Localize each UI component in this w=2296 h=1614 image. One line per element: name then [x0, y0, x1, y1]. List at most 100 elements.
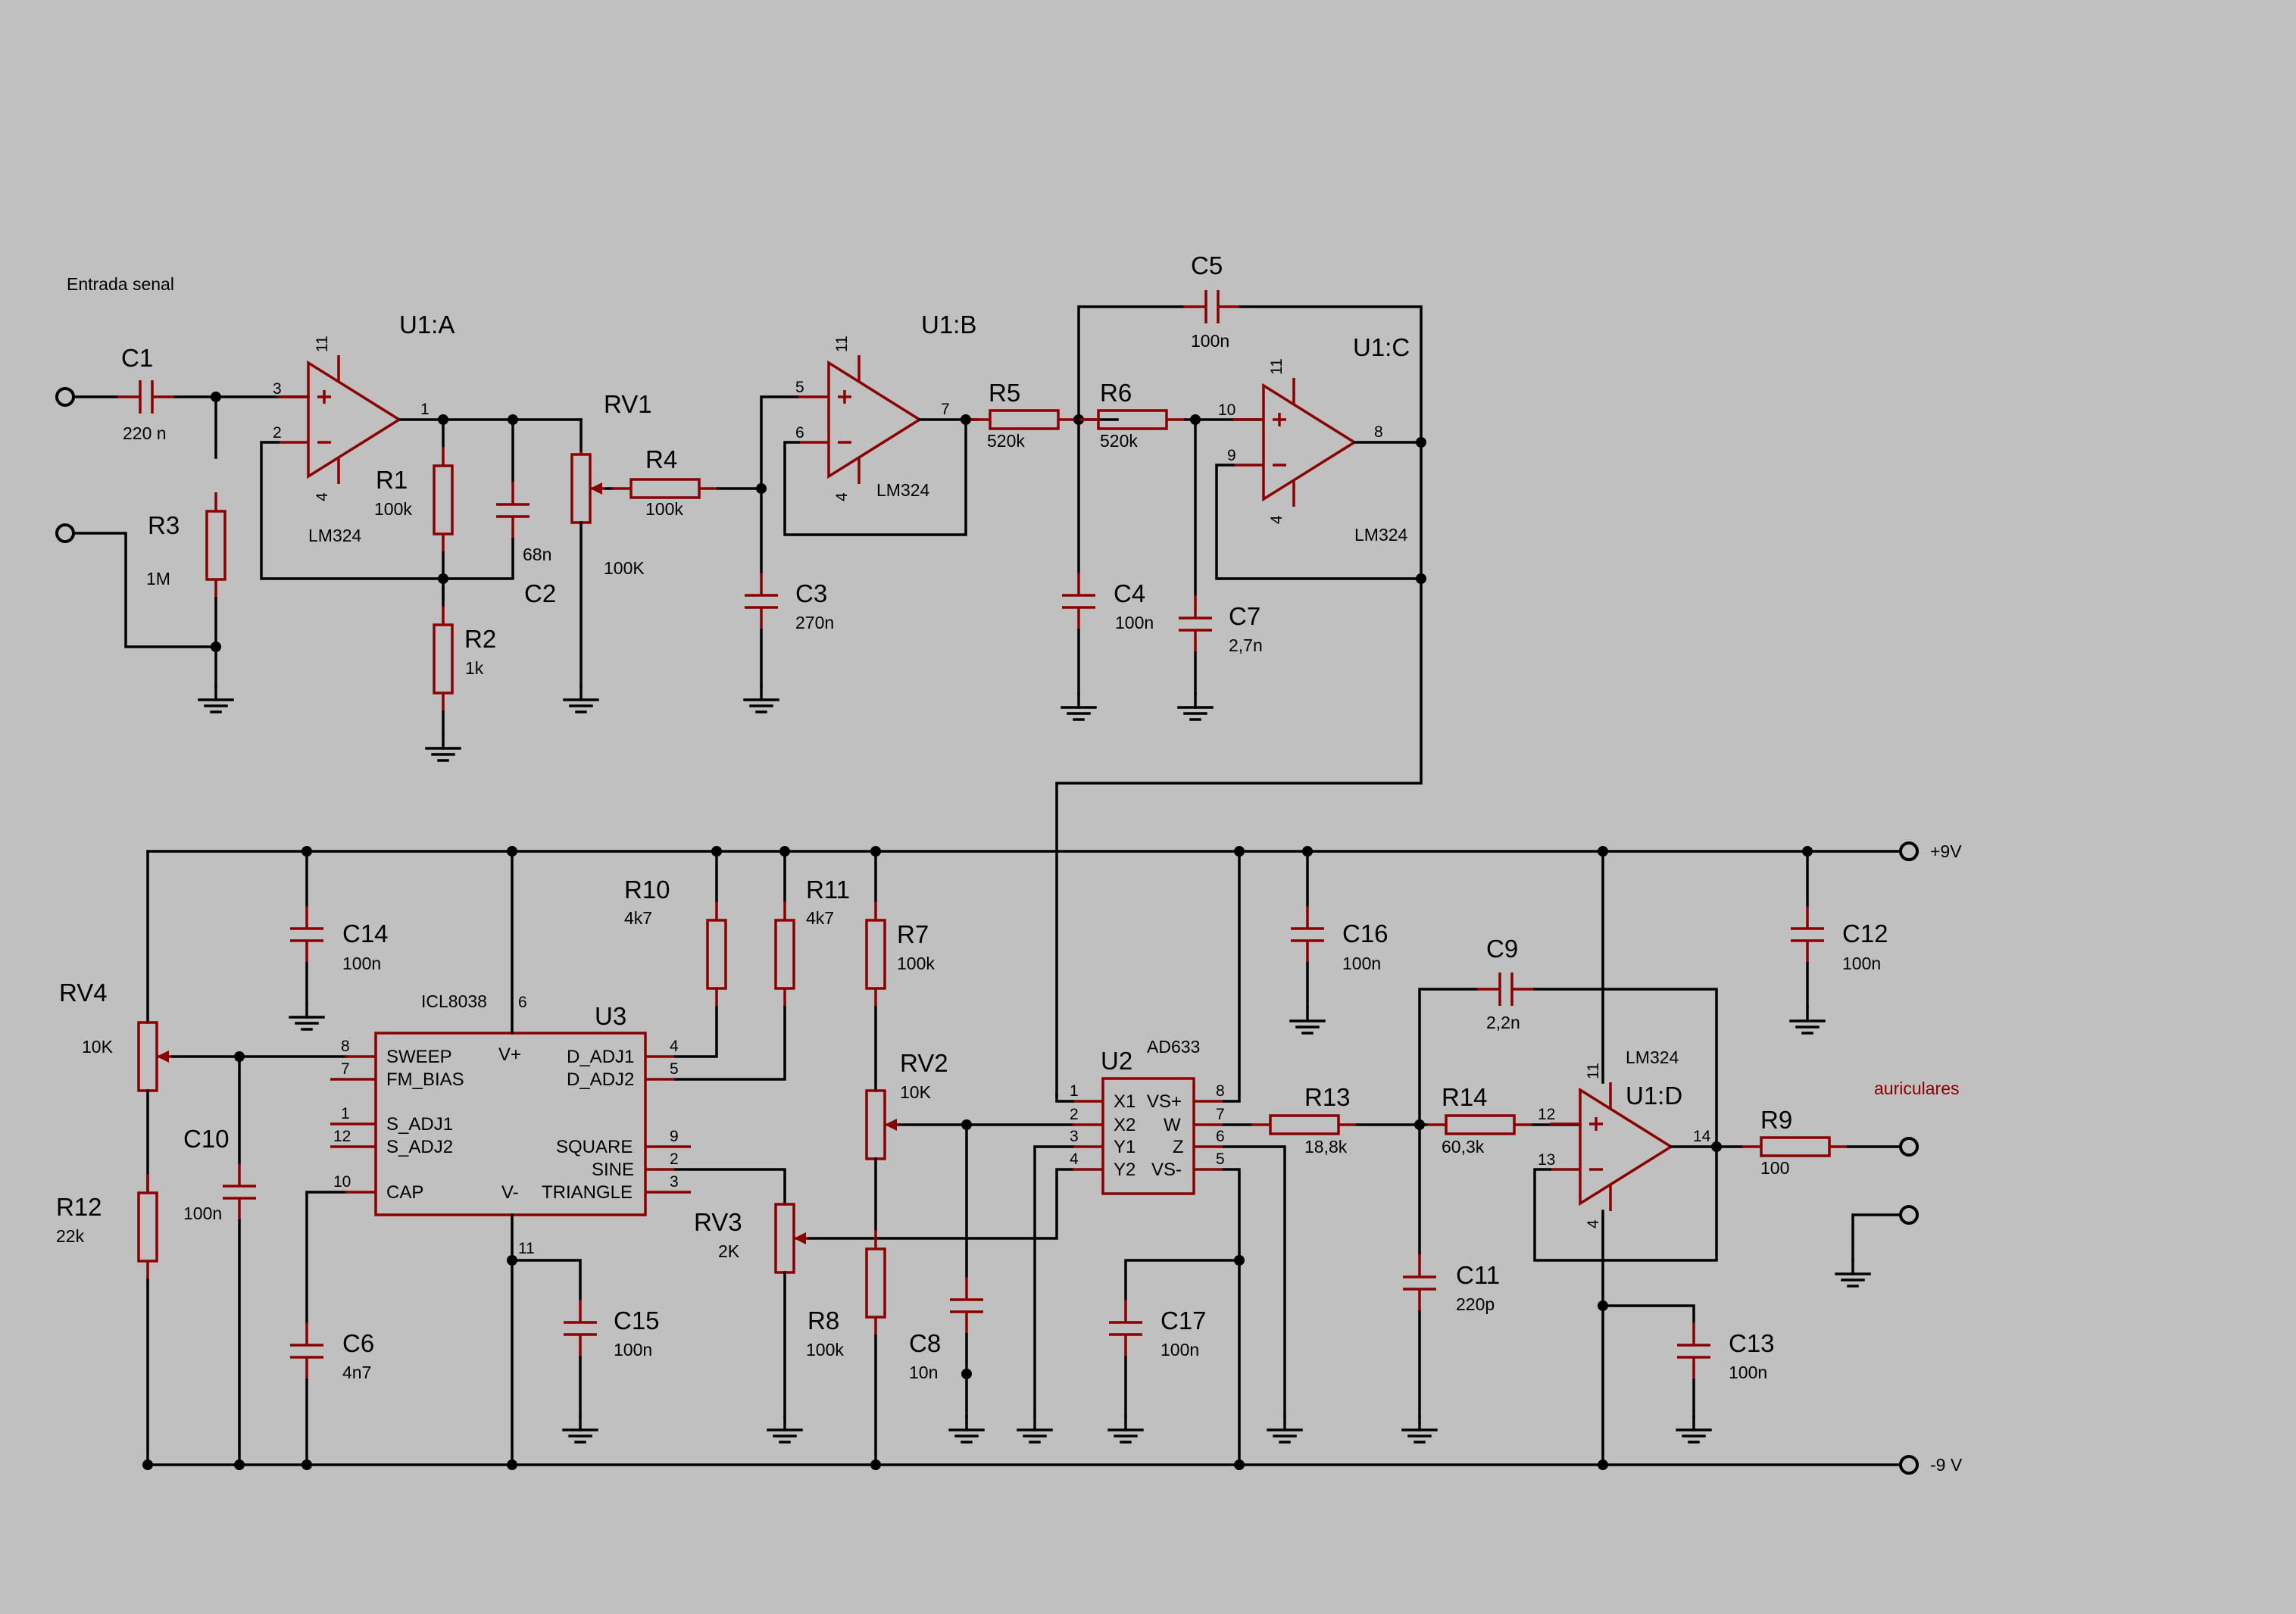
svg-text:X2: X2 — [1114, 1115, 1136, 1135]
u1c-opamp[interactable] — [1232, 376, 1356, 508]
svg-text:V+: V+ — [498, 1044, 521, 1065]
svg-text:1: 1 — [420, 401, 430, 418]
r7-value: 100k — [897, 954, 935, 973]
u1d-part: LM324 — [1626, 1047, 1679, 1067]
svg-text:9: 9 — [670, 1128, 679, 1145]
r14-resistor[interactable] — [1426, 1114, 1535, 1135]
svg-text:14: 14 — [1693, 1128, 1711, 1145]
c17-value: 100n — [1160, 1340, 1199, 1360]
u3-part: ICL8038 — [421, 991, 487, 1011]
r2-resistor[interactable] — [433, 604, 454, 713]
rv3-ref: RV3 — [694, 1208, 742, 1236]
r10-ref: R10 — [624, 876, 670, 904]
c10-capacitor[interactable] — [221, 1162, 258, 1222]
rv4-ref: RV4 — [59, 979, 108, 1007]
svg-text:S_ADJ1: S_ADJ1 — [386, 1114, 453, 1135]
c7-value: 2,7n — [1229, 635, 1263, 655]
u2-ad633[interactable] — [1101, 1077, 1195, 1195]
c14-capacitor[interactable] — [289, 904, 325, 965]
r5-resistor[interactable] — [970, 409, 1079, 430]
vplus-terminal[interactable] — [1899, 841, 1919, 861]
c1-capacitor[interactable] — [116, 379, 176, 415]
c11-ref: C11 — [1456, 1261, 1500, 1289]
r9-ref: R9 — [1760, 1106, 1792, 1134]
r7-resistor[interactable] — [865, 900, 886, 1009]
svg-text:Z: Z — [1173, 1137, 1184, 1157]
u1c-part: LM324 — [1354, 525, 1408, 545]
c9-ref: C9 — [1486, 935, 1518, 963]
c15-capacitor[interactable] — [562, 1298, 598, 1359]
r1-resistor[interactable] — [433, 445, 454, 554]
c17-capacitor[interactable] — [1107, 1298, 1144, 1359]
r6-value: 520k — [1100, 431, 1138, 451]
r14-ref: R14 — [1442, 1083, 1488, 1111]
c11-capacitor[interactable] — [1401, 1253, 1438, 1313]
rv1-ref: RV1 — [604, 390, 652, 418]
svg-text:Y2: Y2 — [1114, 1160, 1136, 1180]
c3-capacitor[interactable] — [743, 571, 779, 632]
rv3-value: 2K — [718, 1241, 740, 1261]
svg-text:11: 11 — [833, 336, 851, 352]
svg-text:11: 11 — [314, 336, 331, 352]
svg-text:TRIANGLE: TRIANGLE — [542, 1182, 633, 1203]
u1b-opamp[interactable] — [797, 354, 921, 485]
c12-value: 100n — [1842, 954, 1881, 973]
svg-text:8: 8 — [341, 1038, 350, 1055]
input-ground-terminal[interactable] — [55, 523, 75, 543]
c2-capacitor[interactable] — [495, 480, 531, 541]
r12-resistor[interactable] — [137, 1172, 158, 1282]
r9-value: 100 — [1760, 1158, 1789, 1178]
headphone-ground-terminal[interactable] — [1899, 1205, 1919, 1225]
svg-text:S_ADJ2: S_ADJ2 — [386, 1137, 453, 1157]
svg-text:W: W — [1164, 1115, 1181, 1135]
r10-resistor[interactable] — [706, 900, 727, 1009]
r9-resistor[interactable] — [1741, 1136, 1850, 1157]
r3-resistor[interactable] — [205, 491, 226, 600]
r11-resistor[interactable] — [774, 900, 795, 1009]
c15-ref: C15 — [614, 1306, 660, 1335]
rv4-potentiometer[interactable] — [137, 1021, 158, 1092]
c4-value: 100n — [1115, 613, 1154, 632]
c7-capacitor[interactable] — [1177, 594, 1214, 654]
vplus-label: +9V — [1930, 841, 1962, 861]
rv1-potentiometer[interactable] — [570, 453, 592, 524]
rv3-potentiometer[interactable] — [774, 1203, 795, 1274]
r6-resistor[interactable] — [1078, 409, 1187, 430]
c4-capacitor[interactable] — [1061, 571, 1097, 632]
u1b-part: LM324 — [876, 480, 930, 500]
r13-resistor[interactable] — [1250, 1114, 1359, 1135]
svg-text:4: 4 — [833, 492, 851, 501]
c17-ref: C17 — [1160, 1306, 1207, 1335]
c13-capacitor[interactable] — [1676, 1321, 1712, 1381]
svg-text:2: 2 — [670, 1150, 679, 1168]
c7-ref: C7 — [1229, 602, 1260, 630]
svg-text:Y1: Y1 — [1114, 1137, 1136, 1157]
c10-ref: C10 — [183, 1125, 230, 1153]
u1a-ref: U1:A — [399, 311, 455, 339]
c6-capacitor[interactable] — [289, 1321, 325, 1381]
u1d-ref: U1:D — [1626, 1082, 1682, 1110]
c5-capacitor[interactable] — [1182, 289, 1242, 325]
svg-text:6: 6 — [518, 994, 527, 1011]
c9-capacitor[interactable] — [1476, 971, 1536, 1007]
u2-ref: U2 — [1101, 1047, 1132, 1075]
svg-text:11: 11 — [1585, 1063, 1602, 1079]
r8-value: 100k — [806, 1340, 844, 1360]
c16-value: 100n — [1342, 954, 1381, 973]
input-terminal[interactable] — [55, 387, 75, 407]
c14-ref: C14 — [342, 919, 389, 947]
c12-capacitor[interactable] — [1789, 904, 1826, 965]
headphone-terminal[interactable] — [1899, 1137, 1919, 1157]
u1a-opamp[interactable] — [276, 354, 401, 485]
vminus-terminal[interactable] — [1899, 1455, 1919, 1475]
r11-value: 4k7 — [806, 908, 834, 928]
c1-value: 220 n — [123, 423, 167, 443]
r8-resistor[interactable] — [865, 1228, 886, 1338]
r4-resistor[interactable] — [611, 478, 720, 499]
c8-capacitor[interactable] — [948, 1275, 985, 1336]
c16-capacitor[interactable] — [1289, 904, 1326, 965]
svg-text:13: 13 — [1538, 1151, 1555, 1169]
r10-value: 4k7 — [624, 908, 652, 928]
rv2-potentiometer[interactable] — [865, 1089, 886, 1160]
u1c-ref: U1:C — [1353, 333, 1410, 361]
